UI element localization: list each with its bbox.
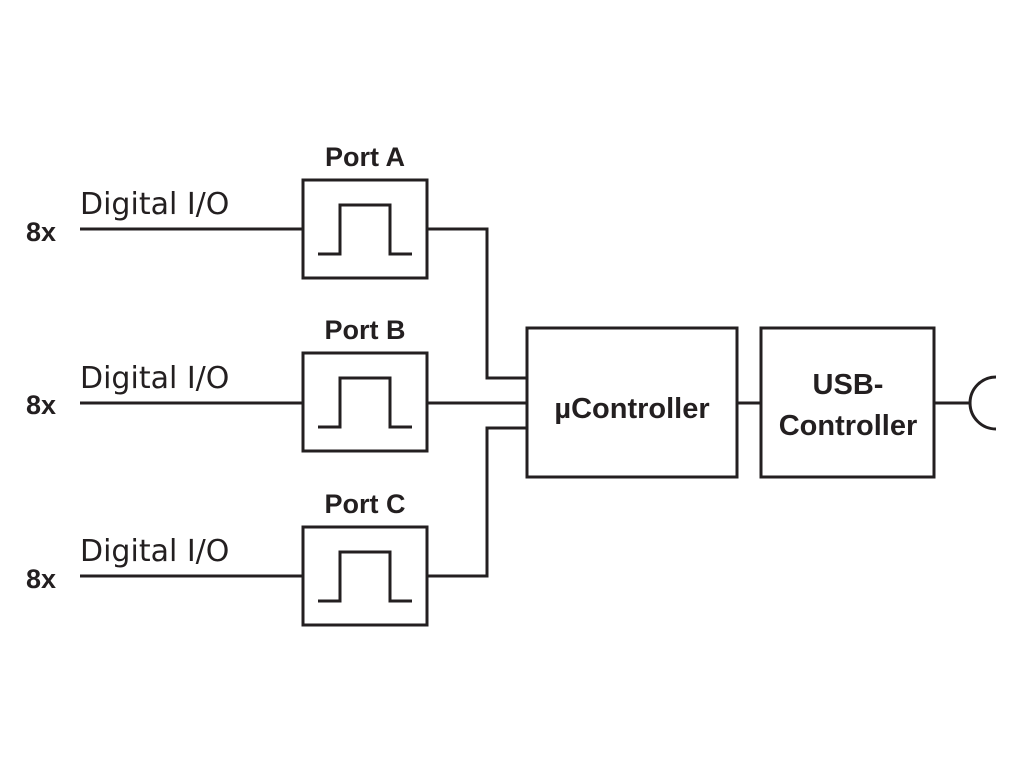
usb-controller-label-line2: Controller	[779, 410, 918, 442]
usb-controller-label-line1: USB-	[813, 369, 884, 401]
microcontroller-box	[525, 326, 739, 479]
microcontroller-group: µController	[525, 326, 739, 479]
port-a-io-label: Digital I/O	[80, 187, 229, 222]
port-c-to-controller-wire	[427, 426, 527, 578]
usb-controller-box	[759, 326, 936, 479]
port-b-count: 8x	[26, 390, 56, 420]
port-c-title: Port C	[325, 489, 406, 519]
port-a-title: Port A	[325, 142, 405, 172]
microcontroller-label: µController	[554, 393, 709, 425]
port-b-title: Port B	[325, 315, 406, 345]
port-c-group: 8x Digital I/O Port C	[26, 489, 429, 627]
port-a-pulse-icon	[318, 203, 412, 256]
port-c-io-label: Digital I/O	[80, 534, 229, 569]
port-a-box	[301, 178, 429, 280]
port-b-io-label: Digital I/O	[80, 361, 229, 396]
usb-connector-icon	[968, 375, 997, 431]
port-c-pulse-icon	[318, 550, 412, 603]
port-b-box	[301, 351, 429, 453]
port-c-count: 8x	[26, 564, 56, 594]
port-b-pulse-icon	[318, 376, 412, 429]
port-c-box	[301, 525, 429, 627]
port-b-group: 8x Digital I/O Port B	[26, 315, 429, 453]
usb-controller-group: USB- Controller	[759, 326, 936, 479]
port-a-to-controller-wire	[427, 227, 527, 380]
port-a-group: 8x Digital I/O Port A	[26, 142, 429, 280]
port-a-count: 8x	[26, 217, 56, 247]
